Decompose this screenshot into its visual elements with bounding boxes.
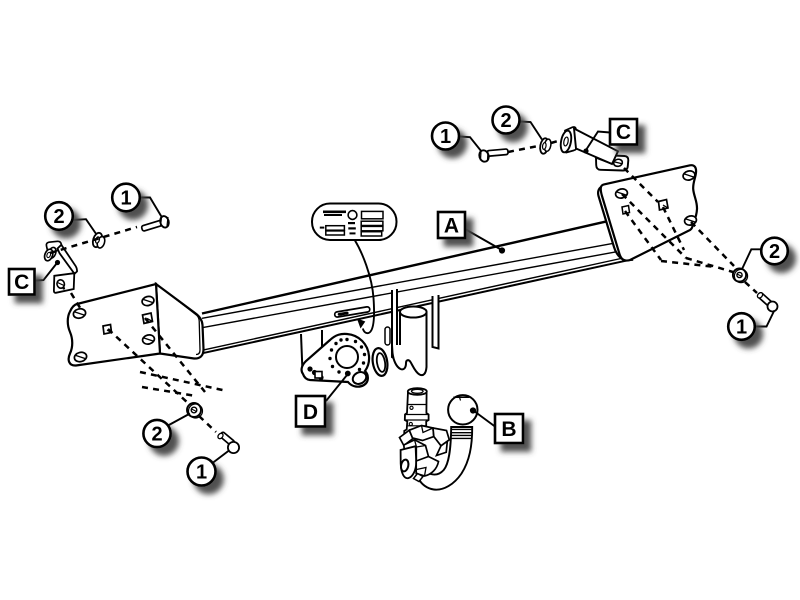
- svg-text:A: A: [444, 215, 459, 238]
- svg-text:C: C: [14, 271, 29, 294]
- svg-text:2: 2: [53, 206, 64, 228]
- svg-text:2: 2: [500, 110, 511, 132]
- svg-text:1: 1: [440, 126, 451, 148]
- svg-text:C: C: [616, 121, 631, 144]
- svg-text:B: B: [501, 418, 516, 441]
- svg-text:2: 2: [151, 424, 162, 446]
- svg-text:2: 2: [769, 241, 780, 263]
- svg-text:1: 1: [736, 317, 747, 339]
- svg-text:1: 1: [196, 462, 207, 484]
- svg-text:D: D: [303, 401, 318, 424]
- svg-text:1: 1: [120, 188, 131, 210]
